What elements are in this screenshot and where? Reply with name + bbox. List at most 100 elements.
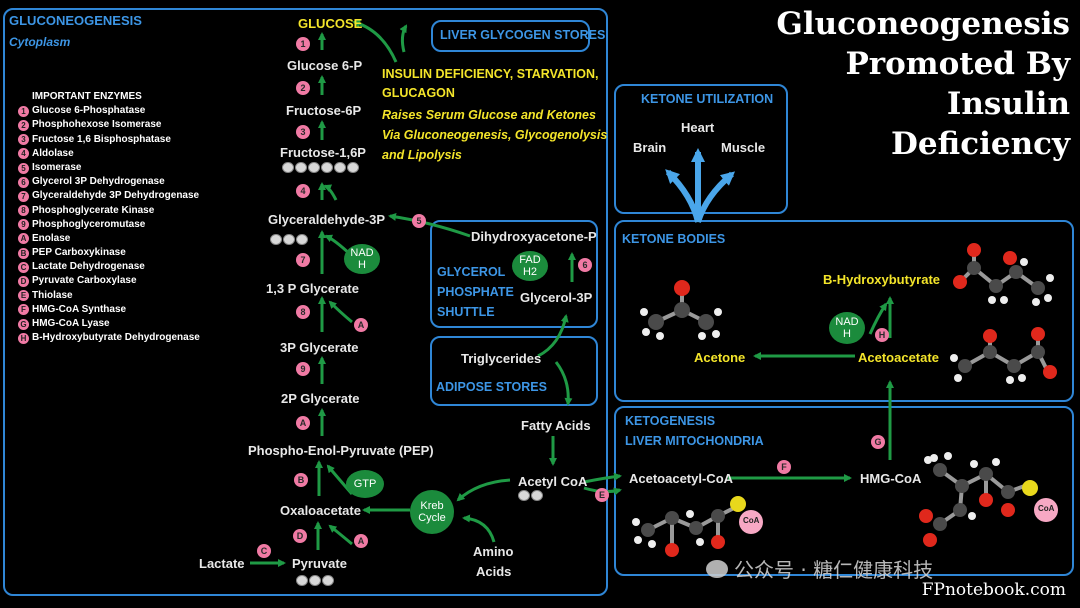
enzyme-legend-marker: 6 <box>18 176 29 188</box>
cause-line-1: INSULIN DEFICIENCY, STARVATION, <box>382 67 599 81</box>
2pg-label: 2P Glycerate <box>281 391 360 406</box>
coa-label-1: CoA <box>743 516 760 525</box>
enzyme-marker-4: 4 <box>296 184 310 198</box>
enzyme-legend-marker: A <box>18 233 29 245</box>
liver-glycogen-box <box>431 20 590 52</box>
enzyme-legend-marker: G <box>18 318 29 330</box>
lactate-label: Lactate <box>199 556 245 571</box>
enzyme-legend-name: Glyceraldehyde 3P Dehydrogenase <box>32 190 200 202</box>
glycerol-3p-label: Glycerol-3P <box>520 290 593 305</box>
enzyme-legend-name: Lactate Dehydrogenase <box>32 261 145 273</box>
enzyme-legend-name: Pyruvate Carboxylase <box>32 275 137 287</box>
ketogenesis-heading-line-2: LIVER MITOCHONDRIA <box>625 434 764 448</box>
ketone-utilization-heading: KETONE UTILIZATION <box>641 92 774 106</box>
title-line-4: Deficiency <box>891 126 1070 162</box>
enzyme-marker-g: G <box>871 435 885 449</box>
phosphate-icon <box>282 162 294 173</box>
enzyme-marker-b: B <box>294 473 308 487</box>
enzyme-marker-5: 5 <box>412 214 426 228</box>
enzyme-legend-marker: 4 <box>18 148 29 160</box>
acetoacetyl-coa-label: Acetoacetyl-CoA <box>629 471 734 486</box>
heart-label: Heart <box>681 120 715 135</box>
triglycerides-label: Triglycerides <box>461 351 542 366</box>
enzyme-legend-marker: 3 <box>18 134 29 146</box>
effect-line-3: and Lipolysis <box>382 148 462 162</box>
enzyme-legend-name: Phosphoglycerate Kinase <box>32 204 155 216</box>
enzyme-legend-name: Isomerase <box>32 161 82 173</box>
h2-label: H2 <box>522 266 538 278</box>
hmg-coa-label: HMG-CoA <box>860 471 922 486</box>
3pg-label: 3P Glycerate <box>280 340 359 355</box>
phosphate-icon <box>283 234 295 245</box>
fructose-6p-label: Fructose-6P <box>286 103 362 118</box>
liver-glycogen-label: LIVER GLYCOGEN STORES <box>440 28 606 42</box>
enzyme-legend-marker: 8 <box>18 205 29 217</box>
glucose-6p-label: Glucose 6-P <box>287 58 363 73</box>
nad-label: NAD <box>350 247 374 259</box>
enzyme-legend-name: Glycerol 3P Dehydrogenase <box>32 176 165 188</box>
page-title: Gluconeogenesis Promoted By Insulin Defi… <box>776 4 1070 164</box>
enzyme-marker-7: 7 <box>296 253 310 267</box>
enzyme-legend-name: Fructose 1,6 Bisphosphatase <box>32 133 171 145</box>
cause-note: INSULIN DEFICIENCY, STARVATION, GLUCAGON <box>382 65 598 103</box>
wechat-watermark: 公众号 · 糖仁健康科技 <box>706 554 933 583</box>
enzyme-marker-9: 9 <box>296 362 310 376</box>
enzyme-legend-name: Phosphoglyceromutase <box>32 218 146 230</box>
fructose-16p-label: Fructose-1,6P <box>280 145 366 160</box>
pyruvate-label: Pyruvate <box>292 556 347 571</box>
glucose-label: GLUCOSE <box>298 16 363 31</box>
phosphate-markers-pyruvate <box>296 575 334 586</box>
enzyme-legend-marker: 9 <box>18 219 29 231</box>
ketogenesis-heading-line-1: KETOGENESIS <box>625 414 716 428</box>
phosphate-markers-g3p <box>270 234 308 245</box>
subsection-label: Cytoplasm <box>9 35 71 49</box>
phosphate-icon <box>295 162 307 173</box>
phosphate-icon <box>518 490 530 501</box>
enzyme-legend-name: B-Hydroxybutyrate Dehydrogenase <box>32 332 200 344</box>
phosphate-icon <box>531 490 543 501</box>
title-line-1: Gluconeogenesis <box>776 6 1070 42</box>
h-label-2: H <box>843 328 851 340</box>
enzyme-legend-marker: 1 <box>18 105 29 117</box>
wechat-icon <box>706 559 728 578</box>
glycerol-shuttle-line-2: PHOSPHATE <box>437 285 514 299</box>
enzyme-legend-marker: H <box>18 332 29 344</box>
enzyme-legend-name: Aldolase <box>32 147 74 159</box>
enzyme-marker-d: D <box>293 529 307 543</box>
cause-line-2: GLUCAGON <box>382 86 455 100</box>
enzyme-legend-marker: C <box>18 261 29 273</box>
effect-line-2: Via Gluconeogenesis, Glycogenolysis <box>382 128 608 142</box>
acetoacetate-label: Acetoacetate <box>858 350 939 365</box>
pep-label: Phospho-Enol-Pyruvate (PEP) <box>248 443 434 458</box>
bhb-label: B-Hydroxybutyrate <box>823 272 941 287</box>
enzyme-legend-name: Phosphohexose Isomerase <box>32 119 162 131</box>
enzyme-legend-heading: IMPORTANT ENZYMES <box>32 91 142 102</box>
brain-label: Brain <box>633 140 667 155</box>
amino-label: Amino <box>473 544 514 559</box>
enzyme-marker-a-3: A <box>354 534 368 548</box>
ketone-bodies-heading: KETONE BODIES <box>622 232 726 246</box>
acids-label: Acids <box>476 564 512 579</box>
phosphate-icon <box>296 575 308 586</box>
enzyme-marker-1: 1 <box>296 37 310 51</box>
glycerol-shuttle-box <box>430 220 598 328</box>
phosphate-icon <box>347 162 359 173</box>
phosphate-icon <box>296 234 308 245</box>
glyceraldehyde-3p-label: Glyceraldehyde-3P <box>268 212 386 227</box>
effect-line-1: Raises Serum Glucose and Ketones <box>382 108 596 122</box>
enzyme-legend-marker: D <box>18 276 29 288</box>
acetone-label: Acetone <box>694 350 746 365</box>
enzyme-legend-marker: 7 <box>18 190 29 202</box>
